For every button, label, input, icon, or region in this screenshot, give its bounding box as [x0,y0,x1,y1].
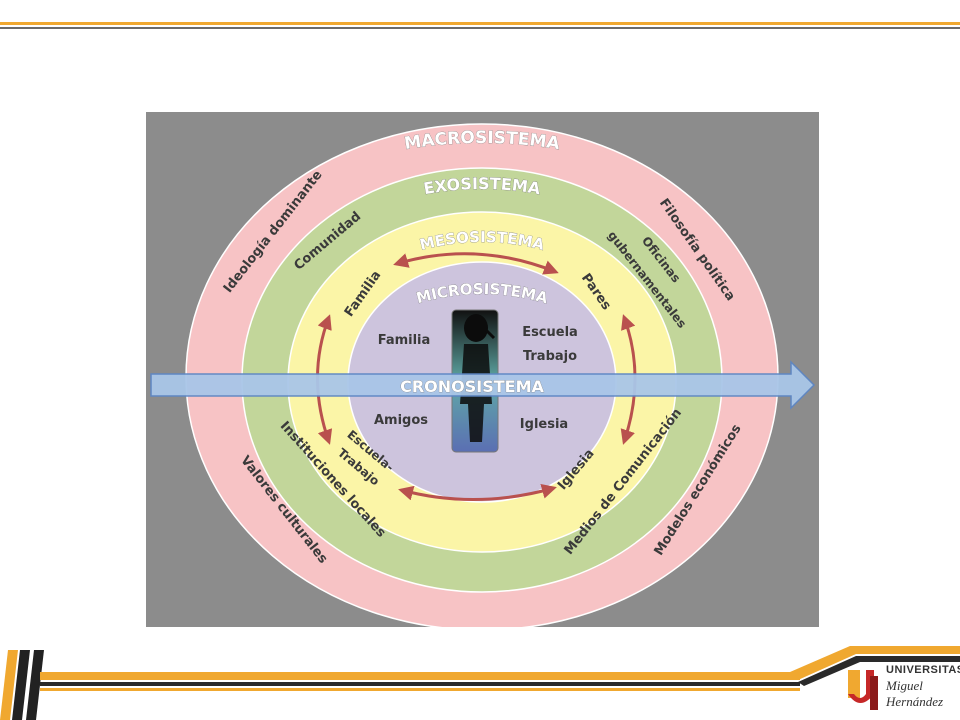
logo-line-universitas: UNIVERSITAS [886,664,960,676]
micro-label-friends: Amigos [374,413,428,428]
exosystem-title: EXOSISTEMA [422,174,542,198]
timeline-arrow-icon [150,360,816,410]
micro-label-work: Trabajo [523,349,577,364]
micro-label-church: Iglesia [520,417,568,432]
university-logo: UNIVERSITAS Miguel Hernández [842,662,960,720]
umh-logo-mark [848,670,878,710]
top-decorative-rule [0,22,960,29]
logo-line-miguel: Miguel [886,678,923,693]
ecological-systems-diagram: MACROSISTEMA EXOSISTEMA MESOSISTEMA MICR… [146,112,819,627]
chronosystem-title: CRONOSISTEMA [400,377,544,396]
micro-label-school: Escuela [522,325,578,340]
footer-decorative-stripes [0,646,960,720]
logo-line-hernandez: Hernández [886,694,944,709]
micro-label-family: Familia [378,333,431,348]
